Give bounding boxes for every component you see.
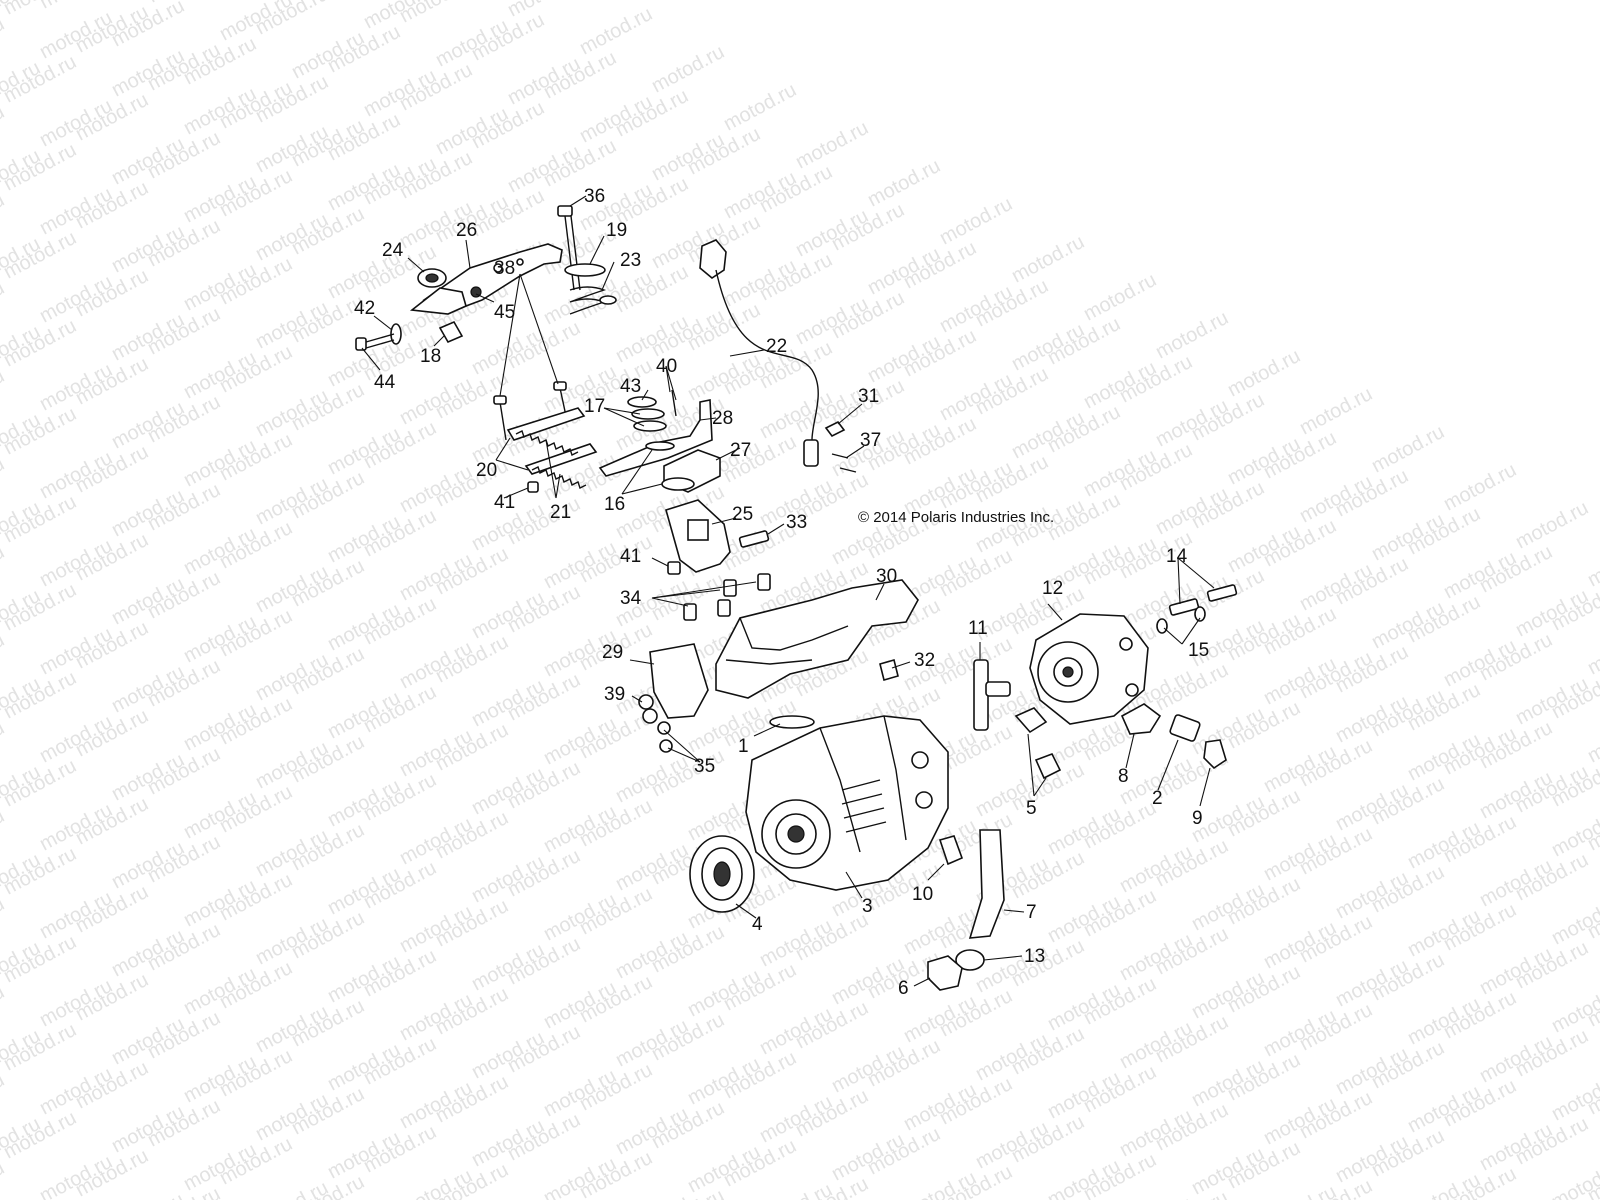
callout-7: 7 — [1026, 902, 1037, 923]
copyright-text: © 2014 Polaris Industries Inc. — [858, 509, 1054, 526]
part-17-seals — [631, 408, 667, 432]
callout-8: 8 — [1118, 766, 1129, 787]
callout-40: 40 — [656, 356, 677, 377]
callout-38: 38 — [494, 258, 515, 279]
part-7-hose — [968, 829, 1005, 939]
leader-lines — [361, 195, 1215, 987]
part-37-screws — [831, 453, 857, 473]
callout-36: 36 — [584, 186, 605, 207]
part-31-clip — [824, 420, 846, 438]
part-3-pump — [745, 715, 949, 891]
part-6-elbow — [927, 955, 963, 991]
callout-26: 26 — [456, 220, 477, 241]
callout-19: 19 — [606, 220, 627, 241]
part-24-bushing — [417, 268, 447, 288]
part-20-plates — [506, 407, 598, 475]
callout-16: 16 — [604, 494, 625, 515]
part-33-bolt — [738, 530, 770, 548]
part-45-knob — [409, 286, 482, 315]
callout-41-b: 41 — [620, 546, 641, 567]
part-32-fitting — [879, 659, 899, 681]
callout-20: 20 — [476, 460, 497, 481]
part-41-nut-a — [527, 481, 539, 493]
part-23-spring — [569, 286, 617, 315]
callout-45: 45 — [494, 302, 515, 323]
callout-24: 24 — [382, 240, 404, 261]
part-5-fittings — [1014, 707, 1062, 780]
callout-31: 31 — [858, 386, 879, 407]
callout-1: 1 — [738, 736, 749, 757]
callout-32: 32 — [914, 650, 935, 671]
part-29-plate — [649, 643, 709, 719]
part-40-pin — [671, 389, 677, 417]
part-12-gear-pump — [1029, 613, 1149, 725]
callout-42: 42 — [354, 298, 375, 319]
callout-34: 34 — [620, 588, 642, 609]
callout-22: 22 — [766, 336, 787, 357]
part-42-washer — [390, 323, 402, 345]
callout-3: 3 — [862, 896, 873, 917]
callout-30: 30 — [876, 566, 897, 587]
part-25-bracket — [665, 499, 731, 573]
part-19-washer — [564, 263, 606, 277]
part-18-bushing — [438, 320, 464, 344]
callout-41: 41 — [494, 492, 515, 513]
part-44-bolt — [355, 333, 395, 351]
callout-17: 17 — [584, 396, 605, 417]
callout-29: 29 — [602, 642, 623, 663]
callout-43: 43 — [620, 376, 641, 397]
part-35-plugs — [657, 721, 673, 753]
part-38-bolts — [493, 381, 567, 441]
part-16-oring — [645, 441, 675, 451]
callout-33: 33 — [786, 512, 807, 533]
part-11-tee — [973, 659, 1011, 731]
callout-37: 37 — [860, 430, 881, 451]
part-8-fitting — [1120, 703, 1162, 735]
callout-2: 2 — [1152, 788, 1163, 809]
callout-23: 23 — [620, 250, 641, 271]
part-10-fitting — [938, 835, 964, 866]
part-41-nut-b — [667, 561, 681, 575]
callout-13: 13 — [1024, 946, 1045, 967]
part-30-mount-bracket — [715, 579, 919, 699]
callout-18: 18 — [420, 346, 441, 367]
part-14-bolts — [1168, 584, 1238, 616]
callout-9: 9 — [1192, 808, 1203, 829]
part-22-harness — [699, 239, 819, 467]
callout-6: 6 — [898, 978, 909, 999]
callout-labels: 1 2 3 4 5 6 7 8 9 10 11 12 13 14 15 16 1… — [354, 186, 1209, 999]
callout-5: 5 — [1026, 798, 1037, 819]
callout-12: 12 — [1042, 578, 1063, 599]
part-39-washers — [638, 694, 658, 724]
part-28-bracket — [598, 399, 713, 477]
callout-11: 11 — [968, 618, 988, 639]
callout-27: 27 — [730, 440, 751, 461]
callout-15: 15 — [1188, 640, 1209, 661]
part-4-gear — [689, 835, 755, 913]
callout-14: 14 — [1166, 546, 1188, 567]
part-15-washers — [1156, 606, 1206, 634]
callout-25: 25 — [732, 504, 753, 525]
callout-39: 39 — [604, 684, 625, 705]
part-34-bolts — [683, 573, 771, 621]
callout-4: 4 — [752, 914, 763, 935]
part-36-bolt — [557, 205, 581, 291]
part-43-oring — [627, 396, 657, 408]
callout-44: 44 — [374, 372, 396, 393]
callout-28: 28 — [712, 408, 733, 429]
part-9-elbow — [1203, 739, 1227, 770]
callout-21: 21 — [550, 502, 571, 523]
part-2-fitting — [1169, 714, 1201, 742]
part-27-switch — [661, 449, 721, 493]
callout-10: 10 — [912, 884, 933, 905]
part-1-oring — [769, 715, 815, 729]
callout-35: 35 — [694, 756, 715, 777]
